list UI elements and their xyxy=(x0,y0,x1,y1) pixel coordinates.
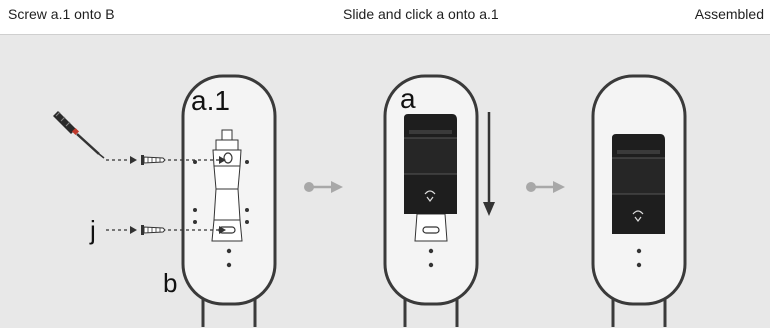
dispenser-a xyxy=(404,114,457,214)
bracket-a1 xyxy=(414,213,448,242)
assembly-illustration: a.1 j b xyxy=(53,74,687,327)
step-header: Screw a.1 onto B Slide and click a onto … xyxy=(0,0,770,34)
callout-bracket-a1: a.1 xyxy=(191,85,230,116)
screw-icon xyxy=(141,225,166,235)
callout-dispenser-a: a xyxy=(400,83,416,114)
callout-post-b: b xyxy=(163,268,177,298)
step-3-title: Assembled xyxy=(694,6,764,22)
hand-sensor-icon xyxy=(424,190,436,202)
arrow-right-icon xyxy=(526,181,565,193)
lower-screw-guide xyxy=(106,226,137,234)
step-1-title: Screw a.1 onto B xyxy=(8,6,115,22)
screwdriver-icon xyxy=(53,111,105,159)
upper-screw-path xyxy=(168,156,226,164)
hand-sensor-icon xyxy=(632,210,644,222)
upper-screw-guide xyxy=(106,156,137,164)
arrow-right-icon xyxy=(304,181,343,193)
dispenser-a xyxy=(612,134,665,234)
callout-screw-j: j xyxy=(89,215,96,245)
screw-icon xyxy=(141,155,166,165)
step-2-title: Slide and click a onto a.1 xyxy=(343,6,499,22)
step-1-scene: a.1 j b xyxy=(53,74,277,327)
bracket-a1 xyxy=(211,129,243,242)
step-2-scene: a xyxy=(383,74,495,327)
arrow-down-icon xyxy=(483,112,495,216)
lower-screw-path xyxy=(168,226,226,234)
step-3-scene xyxy=(591,74,687,327)
